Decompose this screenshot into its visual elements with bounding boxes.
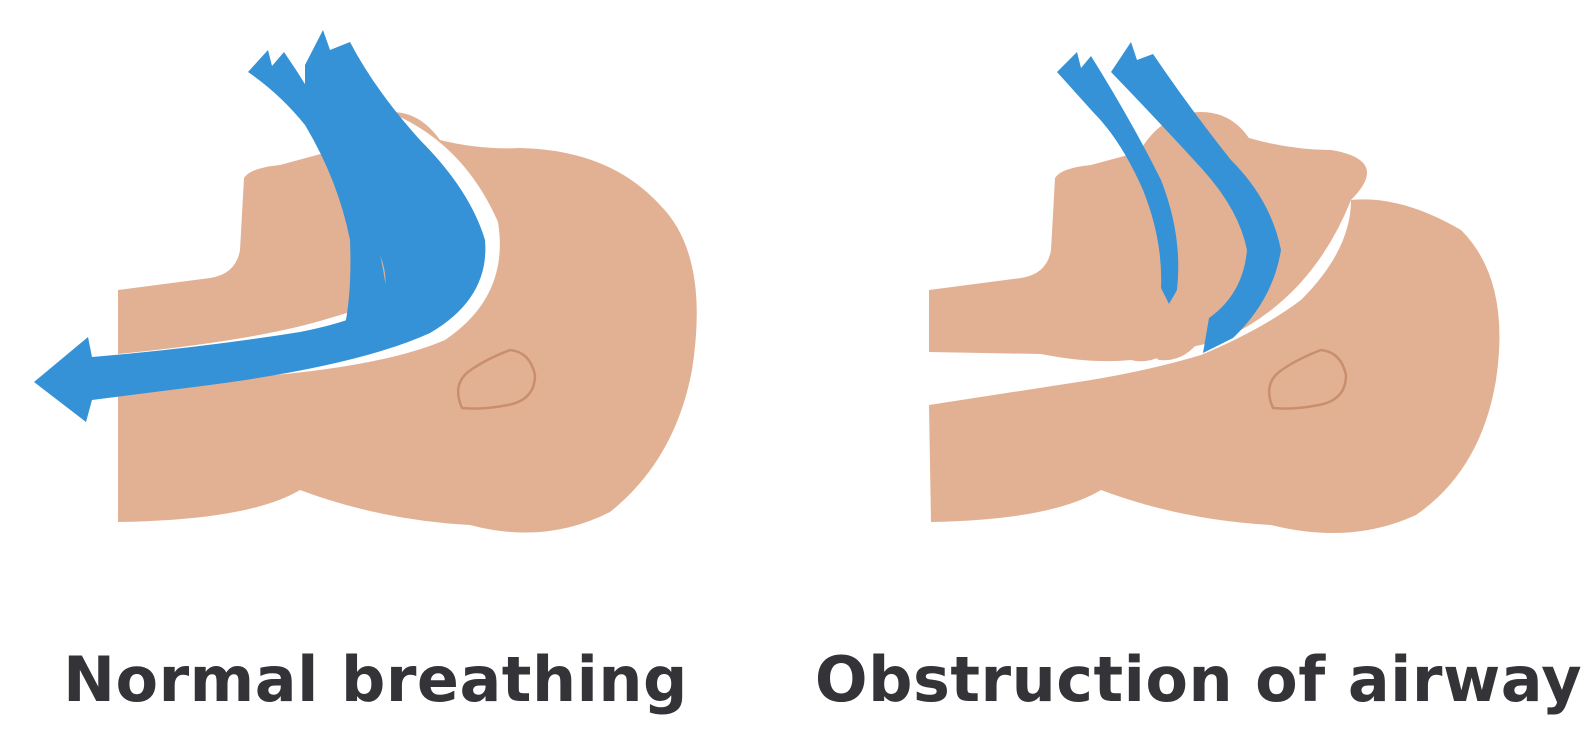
caption-normal-breathing: Normal breathing [0, 640, 771, 720]
obstruction-illustration [791, 0, 1582, 600]
normal-breathing-illustration [0, 0, 791, 600]
normal-breathing-panel: Normal breathing [0, 0, 791, 734]
obstruction-panel: Obstruction of airway [791, 0, 1582, 734]
caption-obstruction-of-airway: Obstruction of airway [803, 640, 1582, 720]
